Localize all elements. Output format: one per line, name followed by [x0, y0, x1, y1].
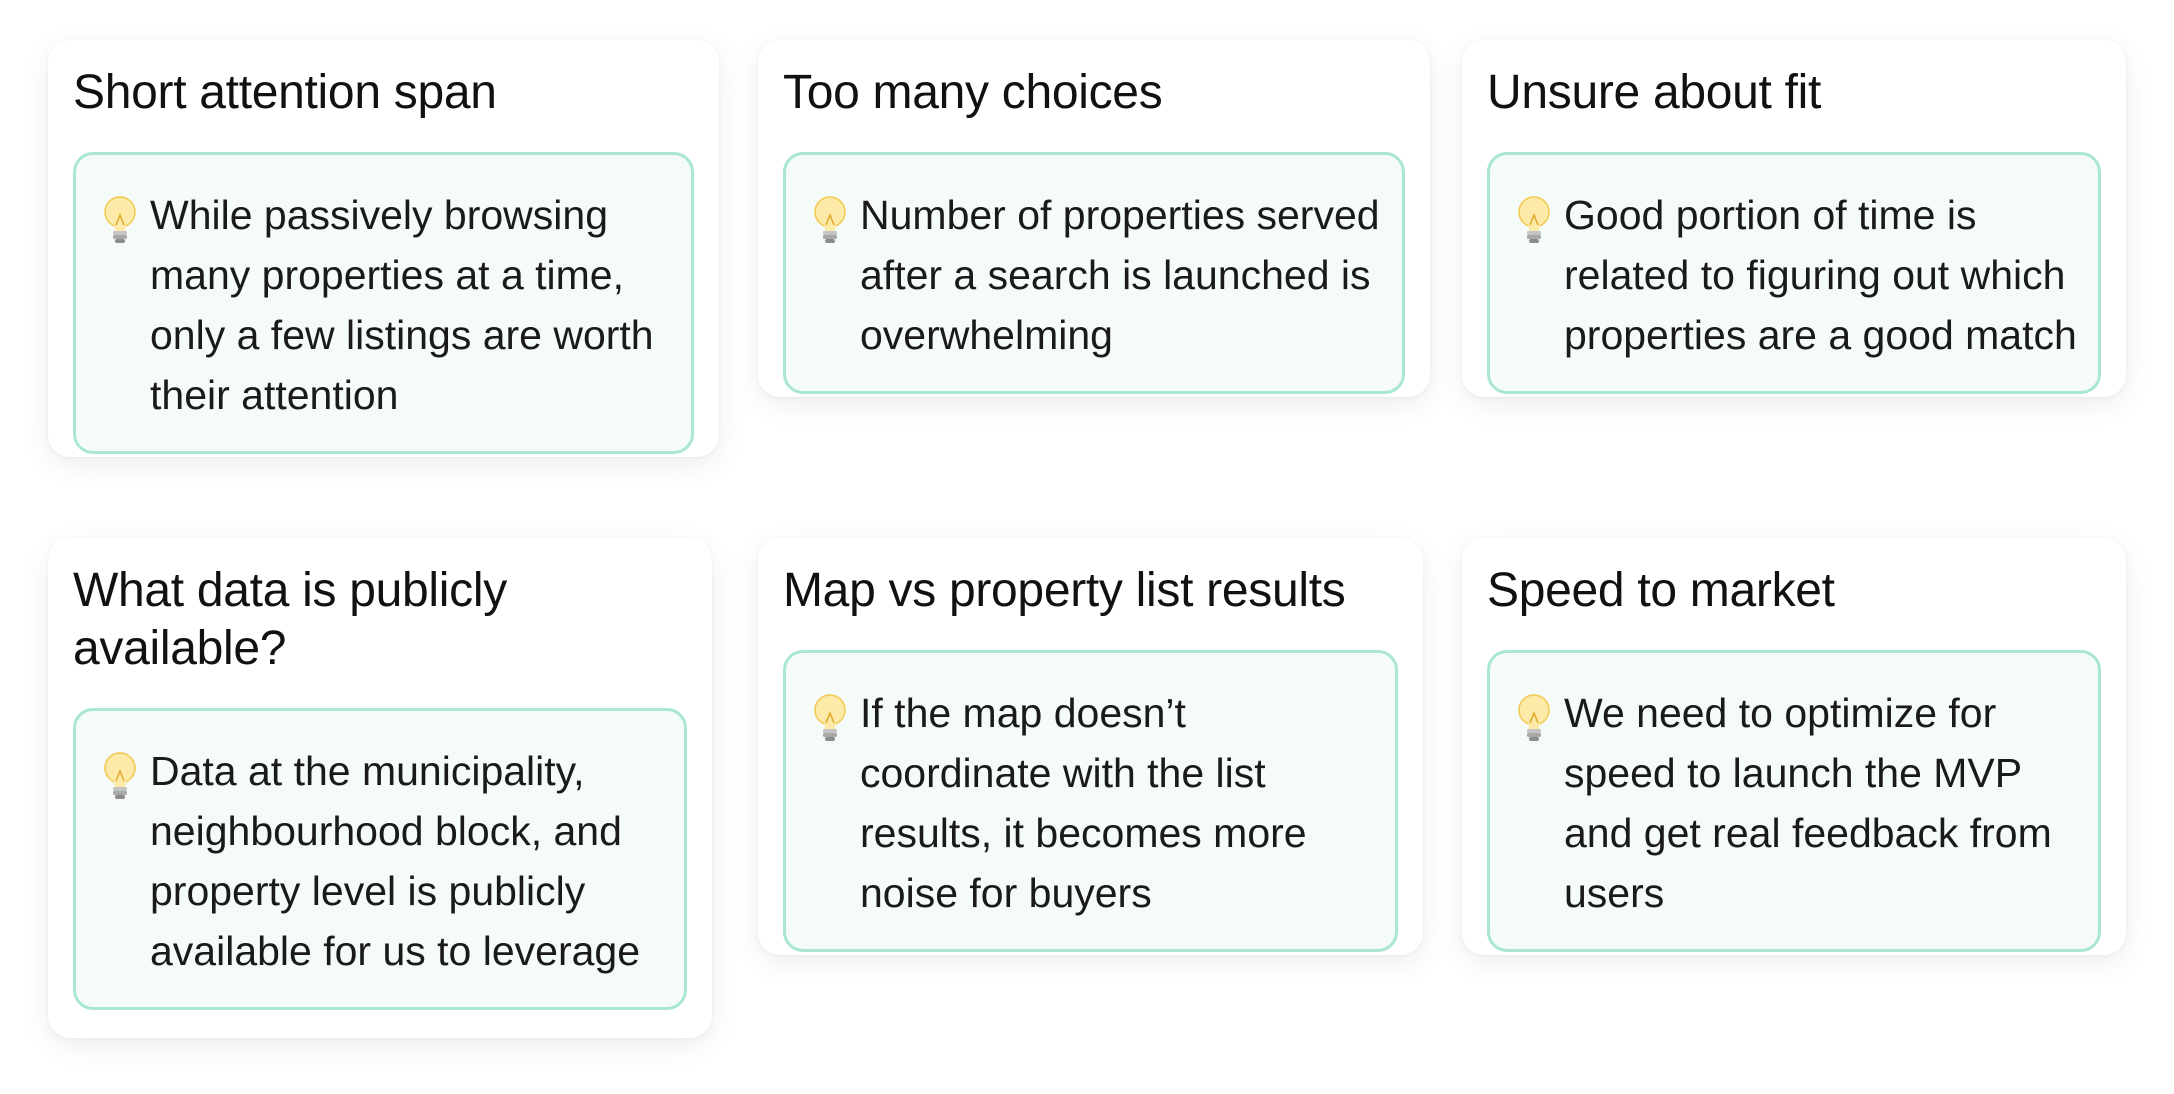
insight-box: If the map doesn’t coordinate with the l…: [783, 650, 1398, 952]
insight-text: Data at the municipality, neighbourhood …: [150, 748, 641, 974]
card-title: Short attention span: [73, 66, 497, 119]
insight-text: While passively browsing many properties…: [150, 192, 654, 418]
insight-text: If the map doesn’t coordinate with the l…: [860, 690, 1307, 916]
insight-text: Good portion of time is related to figur…: [1564, 192, 2077, 358]
card-title: Map vs property list results: [783, 564, 1346, 617]
lightbulb-icon: [104, 752, 136, 799]
insight-box: We need to optimize for speed to launch …: [1487, 650, 2101, 952]
insight-text: Number of properties served after a sear…: [860, 192, 1380, 358]
insight-card-unsure-about-fit: Unsure about fit Good portion of time is…: [1462, 40, 2126, 397]
lightbulb-icon: [814, 196, 846, 243]
lightbulb-icon: [1518, 196, 1550, 243]
card-title: Too many choices: [783, 66, 1163, 119]
insight-text: We need to optimize for speed to launch …: [1564, 690, 2052, 916]
insight-card-too-many-choices: Too many choices Number of properties se…: [758, 40, 1430, 397]
card-title: Speed to market: [1487, 564, 1835, 617]
card-title: Unsure about fit: [1487, 66, 1822, 119]
lightbulb-icon: [104, 196, 136, 243]
insight-card-map-vs-list: Map vs property list results If the map …: [758, 538, 1423, 955]
lightbulb-icon: [814, 694, 846, 741]
insight-box: Good portion of time is related to figur…: [1487, 152, 2101, 394]
insight-box: Number of properties served after a sear…: [783, 152, 1405, 394]
insight-box: Data at the municipality, neighbourhood …: [73, 708, 687, 1010]
insight-card-speed-to-market: Speed to market We need to optimize for …: [1462, 538, 2126, 955]
insight-box: While passively browsing many properties…: [73, 152, 694, 454]
insight-card-public-data: What data is publicly available? Data at…: [48, 538, 712, 1038]
card-title: What data is publicly available?: [73, 564, 507, 675]
lightbulb-icon: [1518, 694, 1550, 741]
insight-card-short-attention-span: Short attention span While passively bro…: [48, 40, 719, 457]
